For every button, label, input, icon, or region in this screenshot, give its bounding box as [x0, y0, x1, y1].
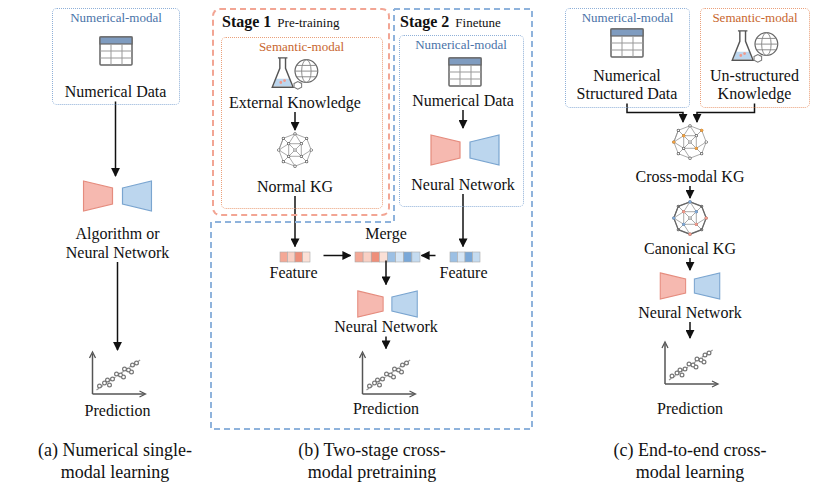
kg-node: Cross-modal KG	[620, 122, 760, 186]
node-text: Prediction	[657, 400, 723, 418]
kg-node: Canonical KG	[630, 198, 750, 258]
network-icon	[84, 135, 720, 317]
arrow-connector	[462, 194, 464, 247]
arrow-connector	[422, 255, 436, 257]
prediction-node: Prediction	[344, 349, 429, 419]
model-node: Algorithm or Neural Network	[52, 176, 183, 262]
modal-group: Numerical-modalNumerical Structured Data	[565, 8, 690, 108]
node-text: External Knowledge	[229, 94, 361, 112]
kg-node: Normal KG	[250, 130, 340, 196]
arrow-connector	[689, 186, 691, 198]
model-node: Neural Network	[333, 285, 439, 337]
stage-outline	[210, 8, 533, 430]
model-node: Neural Network	[637, 270, 743, 322]
merged-feature-bar	[355, 252, 420, 262]
node-text: Semantic-modal	[222, 40, 382, 55]
stage-region: Stage 1 Pre-trainingSemantic-modalExterna…	[212, 8, 390, 216]
node-text: Normal KG	[257, 178, 333, 196]
table-node: Numerical Data	[408, 52, 518, 110]
caption: (a) Numerical single-modal learning	[23, 440, 208, 483]
node-text: Neural Network	[411, 176, 515, 194]
node-text: Numerical-modal	[400, 38, 523, 53]
node-text: Feature	[440, 264, 488, 282]
arrow-connector	[294, 112, 296, 130]
feature-node: Feature	[264, 247, 324, 283]
node-text: Neural Network	[638, 304, 742, 322]
table-node: Numerical Structured Data	[569, 28, 686, 104]
node-text: Semantic-modal	[701, 11, 809, 26]
arrow-connector	[689, 258, 691, 270]
model-node: Neural Network	[408, 128, 518, 194]
node-text: Cross-modal KG	[636, 168, 745, 186]
prediction-node: Prediction	[645, 338, 735, 418]
node-text: Numerical-modal	[53, 11, 179, 26]
caption: (b) Two-stage cross-modal pretraining	[280, 440, 465, 483]
arrow-connector	[324, 255, 351, 257]
node-text: Pre-training	[277, 16, 339, 31]
knowledge-icon	[272, 31, 777, 89]
node-text: Numerical-modal	[566, 11, 689, 26]
scatter-icon	[90, 342, 719, 397]
knowledge-node: External Knowledge	[226, 54, 364, 112]
modal-group: Numerical-modalNumerical DataNeural Netw…	[399, 35, 524, 207]
merge-node: Merge	[351, 225, 422, 261]
table-icon	[100, 29, 643, 86]
node-text: Numerical Data	[412, 92, 514, 110]
node-text: Finetune	[455, 16, 501, 31]
node-text: Neural Network	[334, 318, 438, 336]
node-text: Numerical Structured Data	[569, 67, 686, 104]
node-text: Prediction	[353, 400, 419, 418]
arrow-connector	[385, 337, 387, 349]
node-text: Feature	[270, 264, 318, 282]
node-text: Algorithm or Neural Network	[52, 225, 183, 262]
node-text: Stage 1	[222, 13, 271, 31]
node-text: Un-structured Knowledge	[702, 67, 808, 104]
modal-group: Semantic-modalUn-structured Knowledge	[700, 8, 810, 108]
arrow-connector	[689, 322, 691, 338]
arrow-connector	[115, 102, 117, 177]
prediction-node: Prediction	[75, 350, 160, 420]
arrow-connector	[627, 104, 683, 123]
table-node: Numerical Data	[58, 32, 174, 102]
stage-outline	[211, 9, 532, 429]
modal-group: Numerical-modalNumerical Data	[52, 8, 180, 105]
node-text: Prediction	[85, 402, 151, 420]
feature-bar	[280, 252, 480, 262]
arrow-connector	[385, 261, 387, 285]
node-text: Merge	[351, 225, 422, 243]
arrow-connector	[697, 104, 755, 123]
stage-region: Stage 2 FinetuneNumerical-modalNumerical …	[210, 8, 533, 430]
node-text: Canonical KG	[644, 240, 736, 258]
modal-group: Semantic-modalExternal KnowledgeNormal K…	[221, 37, 383, 209]
knowledge-node: Un-structured Knowledge	[702, 28, 808, 104]
feature-node: Feature	[436, 247, 492, 283]
arrow-connector	[462, 110, 464, 128]
node-text: Numerical Data	[65, 83, 167, 101]
node-text: Stage 2	[400, 13, 449, 31]
caption: (c) End-to-end cross-modal learning	[598, 440, 783, 483]
arrow-connector	[117, 262, 119, 350]
